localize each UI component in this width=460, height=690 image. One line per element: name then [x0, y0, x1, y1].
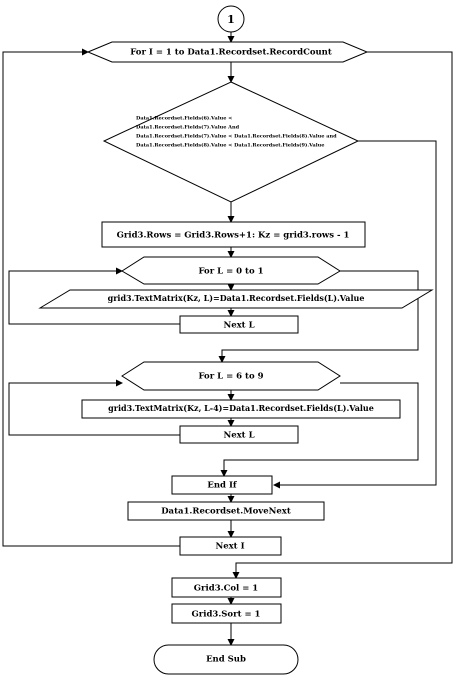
col-step-label: Grid3.Col = 1 [194, 584, 258, 594]
rows-step-box [101, 221, 366, 248]
end-if-label: End If [207, 481, 238, 491]
edge-loop-l1-back [8, 267, 180, 325]
condition-diamond [102, 81, 360, 203]
edge-condition-no [273, 140, 437, 489]
loop-l2-label: For L = 6 to 9 [198, 372, 263, 382]
condition-line-2: Data1.Recordset.Fields(7).Value And [136, 124, 240, 131]
condition-line-3: Data1.Recordset.Fields(7).Value < Data1.… [136, 133, 337, 140]
next-i-label: Next I [215, 542, 244, 552]
assign-1-parallelogram [38, 289, 434, 309]
col-step-box [171, 577, 282, 598]
move-next-box [127, 501, 325, 521]
connector-label: 1 [227, 13, 235, 26]
next-l1-label: Next L [223, 321, 254, 331]
edge-outer-loop-exit [232, 51, 453, 579]
next-l1-box [179, 315, 299, 334]
end-sub-terminator [153, 644, 299, 675]
next-l2-label: Next L [223, 431, 254, 441]
condition-line-1: Data1.Recordset.Fields(6).Value < [136, 115, 232, 122]
assign-2-box [81, 399, 401, 419]
rows-step-label: Grid3.Rows = Grid3.Rows+1: Kz = grid3.ro… [117, 231, 350, 241]
outer-loop-hexagon [86, 41, 369, 63]
edge-loop-l2-exit [220, 382, 419, 477]
loop-l2-hexagon [121, 361, 341, 391]
condition-line-4: Data1.Recordset.Fields(8).Value < Data1.… [136, 142, 324, 149]
assign-1-label: grid3.TextMatrix(Kz, L)=Data1.Recordset.… [108, 293, 365, 303]
next-i-box [179, 536, 282, 556]
next-l2-box [179, 425, 299, 444]
edge-loop-l1-exit [218, 270, 419, 363]
outer-loop-label: For I = 1 to Data1.Recordset.RecordCount [130, 48, 332, 58]
edge-loop-l2-back [8, 379, 180, 436]
move-next-label: Data1.Recordset.MoveNext [161, 507, 291, 517]
connector-circle [217, 5, 245, 33]
edge-outer-loop-back [2, 48, 180, 547]
loop-l1-hexagon [121, 256, 341, 285]
end-if-box [171, 475, 273, 495]
sort-step-label: Grid3.Sort = 1 [192, 610, 261, 620]
sort-step-box [171, 603, 282, 624]
assign-2-label: grid3.TextMatrix(Kz, L-4)=Data1.Recordse… [108, 403, 374, 413]
end-sub-label: End Sub [206, 655, 246, 665]
loop-l1-label: For L = 0 to 1 [198, 267, 263, 277]
